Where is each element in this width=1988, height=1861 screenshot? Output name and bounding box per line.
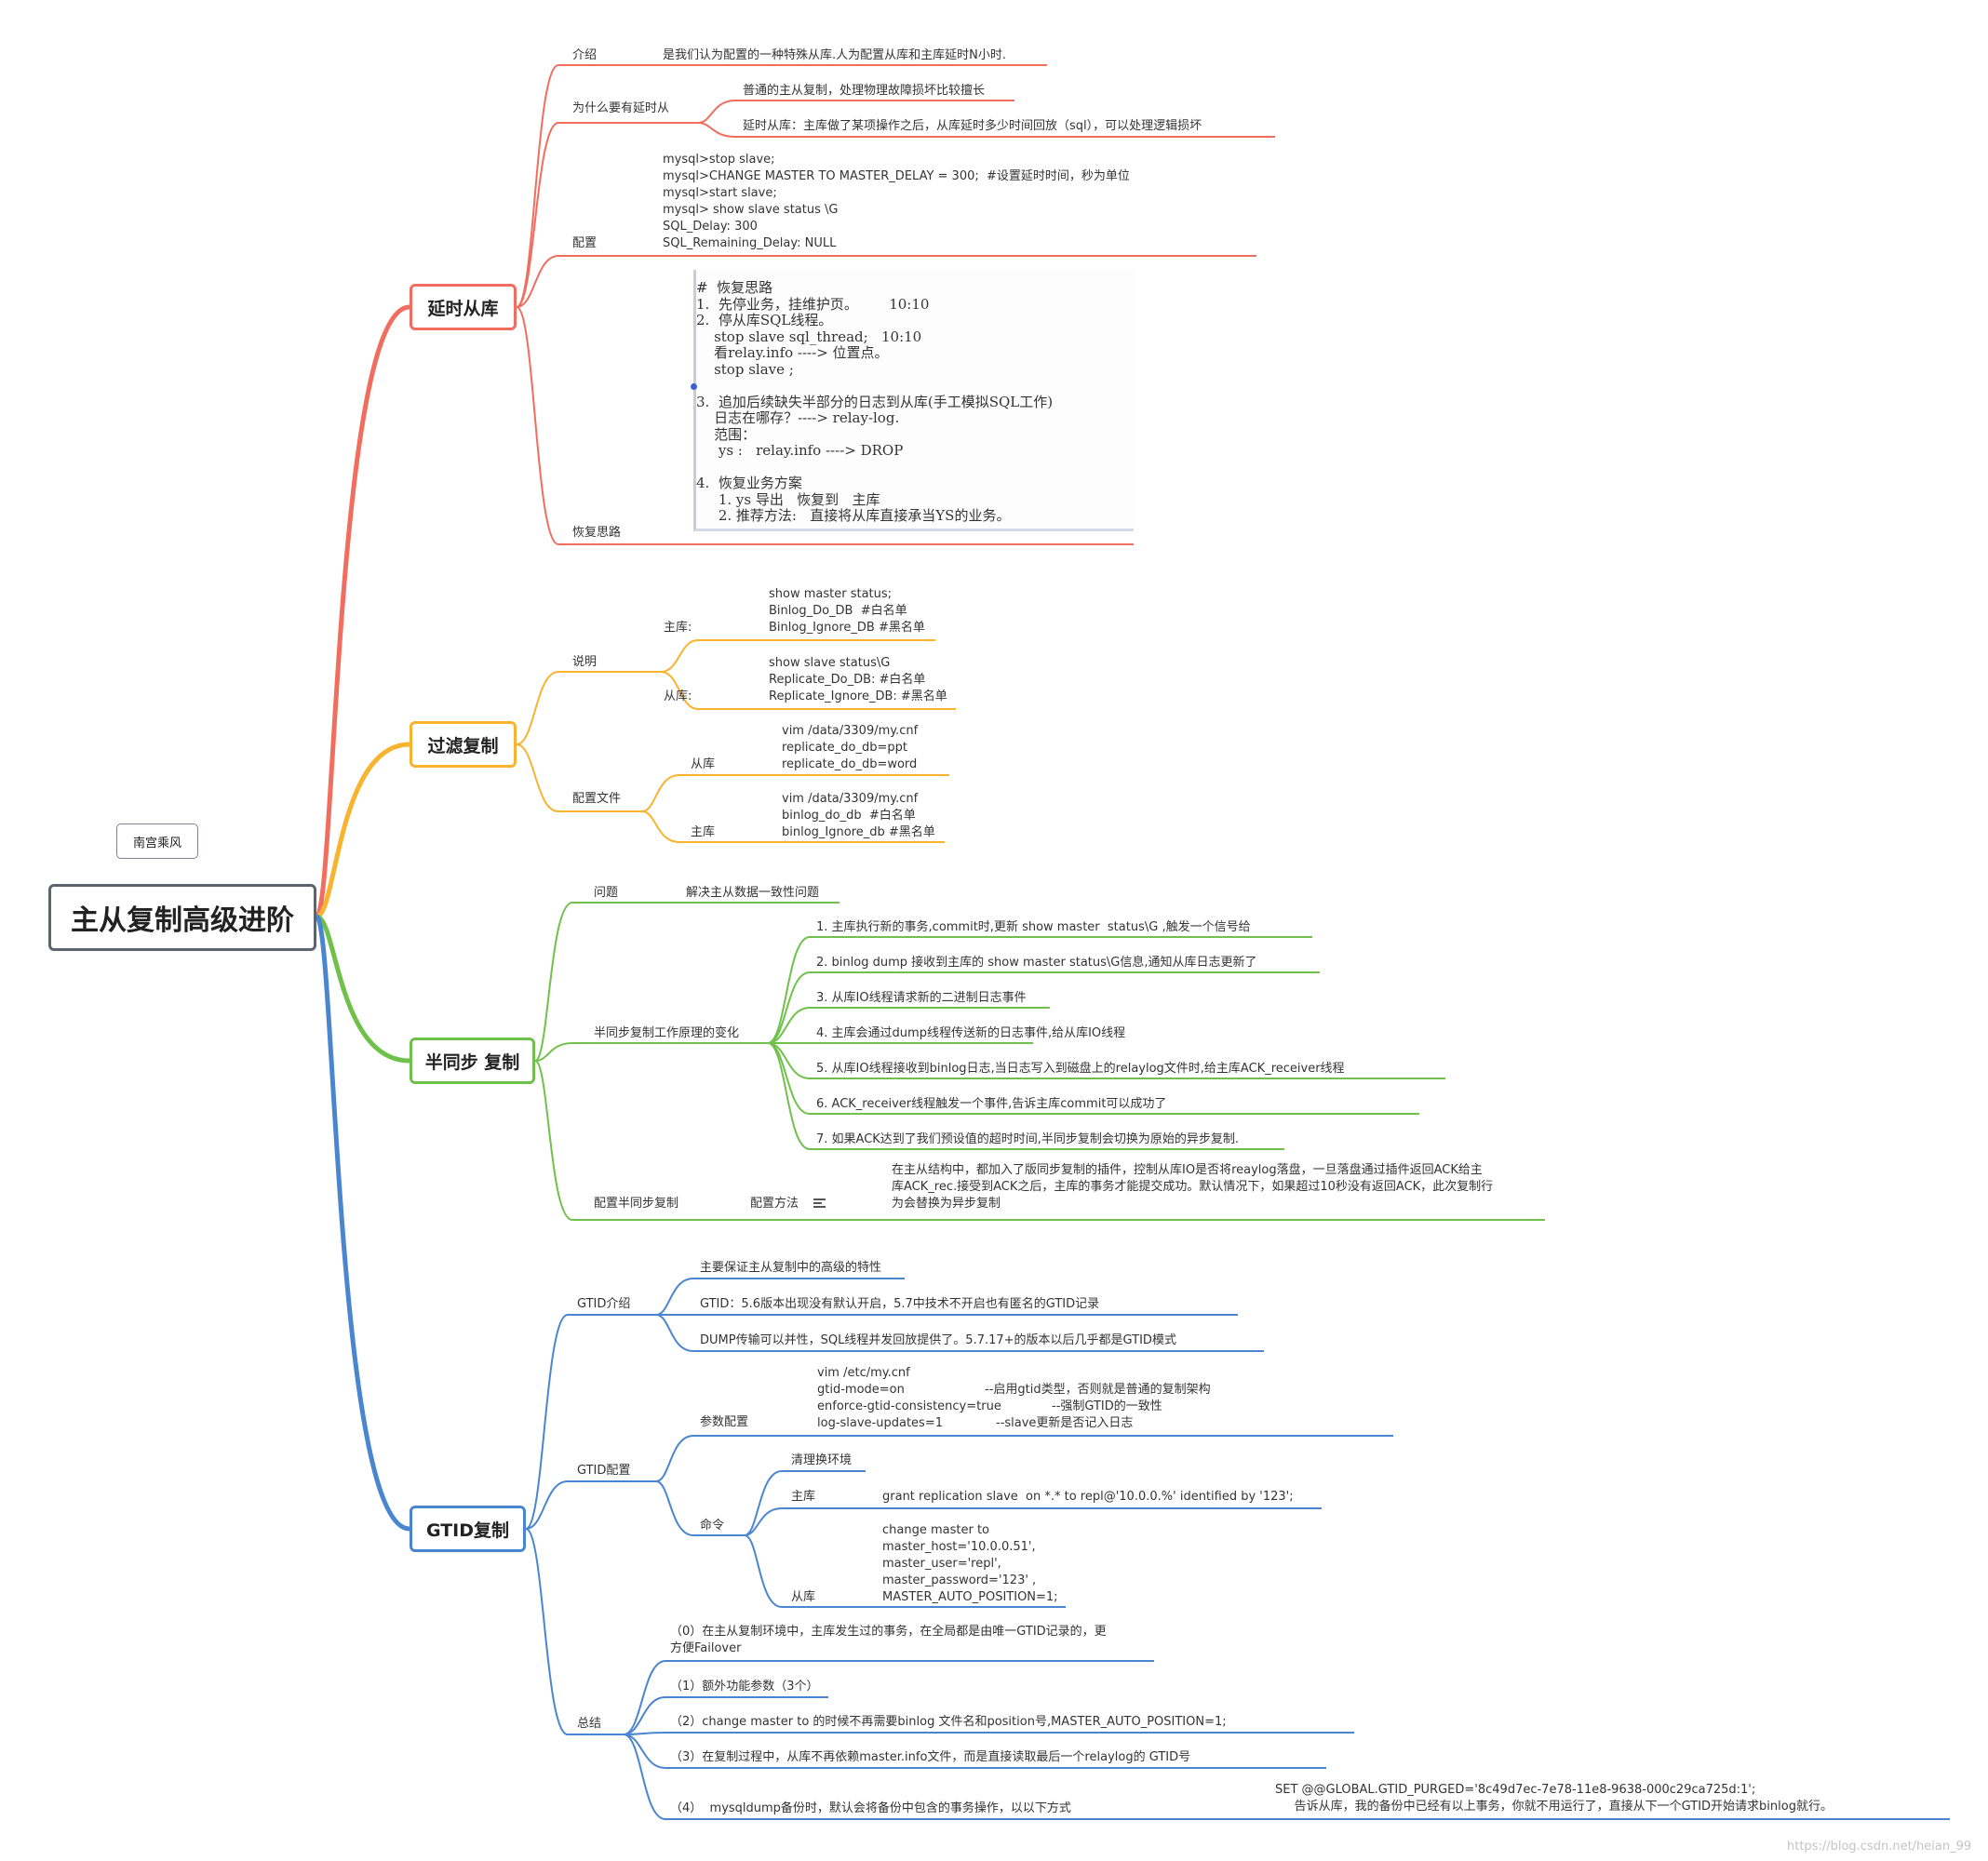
filter-conf-label[interactable]: 配置文件 bbox=[572, 792, 622, 806]
filter-desc-slave-label[interactable]: 从库: bbox=[664, 690, 692, 703]
gtid-param-keys[interactable]: vim /etc/my.cnf gtid-mode=on enforce-gti… bbox=[817, 1366, 1001, 1430]
branch-semisync-title: 半同步 复制 bbox=[424, 1051, 520, 1073]
gtid-summary-item-4[interactable]: （4） mysqldump备份时，默认会将备份中包含的事务操作，以以下方式 bbox=[670, 1801, 1071, 1815]
gtid-cmd-label[interactable]: 命令 bbox=[700, 1519, 725, 1533]
gtid-param-comment-3[interactable]: --slave更新是否记入日志 bbox=[996, 1416, 1134, 1430]
delay-recovery-label[interactable]: 恢复思路 bbox=[572, 526, 622, 540]
branch-delay-title: 延时从库 bbox=[427, 298, 499, 319]
delay-why-item-1[interactable]: 普通的主从复制，处理物理故障损坏比较擅长 bbox=[743, 84, 986, 98]
author-note-text: 南宫乘风 bbox=[132, 836, 181, 850]
branch-gtid-node[interactable]: GTID复制 bbox=[410, 1506, 526, 1552]
filter-conf-slave-label[interactable]: 从库 bbox=[691, 757, 716, 771]
filter-conf-master-text[interactable]: vim /data/3309/my.cnf binlog_do_db #白名单 … bbox=[782, 792, 935, 839]
semisync-step-5[interactable]: 5. 从库IO线程接收到binlog日志,当日志写入到磁盘上的relaylog文… bbox=[816, 1062, 1345, 1076]
semisync-problem-text[interactable]: 解决主从数据一致性问题 bbox=[686, 886, 820, 900]
gtid-cmd-master-label[interactable]: 主库 bbox=[791, 1490, 816, 1504]
semisync-problem-label[interactable]: 问题 bbox=[594, 886, 619, 900]
gtid-param-label[interactable]: 参数配置 bbox=[700, 1415, 749, 1429]
gtid-cmd-clean[interactable]: 清理换环境 bbox=[791, 1453, 853, 1467]
panel-marker-dot bbox=[691, 383, 697, 390]
delay-why-item-2[interactable]: 延时从库：主库做了某项操作之后，从库延时多少时间回放（sql），可以处理逻辑损坏 bbox=[743, 119, 1202, 133]
delay-recovery-text[interactable]: # 恢复思路 1. 先停业务，挂维护页。 10:10 2. 停从库SQL线程。 … bbox=[696, 279, 1054, 524]
gtid-intro-item-1[interactable]: 主要保证主从复制中的高级的特性 bbox=[700, 1261, 882, 1275]
semisync-step-6[interactable]: 6. ACK_receiver线程触发一个事件,告诉主库commit可以成功了 bbox=[816, 1097, 1167, 1111]
gtid-param-comment-2[interactable]: --强制GTID的一致性 bbox=[1052, 1399, 1162, 1413]
branch-delay-node[interactable]: 延时从库 bbox=[410, 284, 517, 330]
author-note[interactable]: 南宫乘风 bbox=[116, 823, 198, 859]
filter-desc-master-text[interactable]: show master status; Binlog_Do_DB #白名单 Bi… bbox=[769, 587, 925, 635]
root-title: 主从复制高级进阶 bbox=[71, 904, 294, 937]
semisync-step-4[interactable]: 4. 主库会通过dump线程传送新的日志事件,给从库IO线程 bbox=[816, 1026, 1126, 1040]
delay-config-text[interactable]: mysql>stop slave; mysql>CHANGE MASTER TO… bbox=[663, 153, 1130, 250]
gtid-summary-label[interactable]: 总结 bbox=[577, 1717, 602, 1731]
watermark-url: https://blog.csdn.net/heian_99 bbox=[1787, 1840, 1972, 1854]
branch-semisync-node[interactable]: 半同步 复制 bbox=[410, 1038, 535, 1084]
filter-conf-master-label[interactable]: 主库 bbox=[691, 825, 716, 839]
semisync-step-3[interactable]: 3. 从库IO线程请求新的二进制日志事件 bbox=[816, 991, 1027, 1005]
gtid-param-comment-1[interactable]: --启用gtid类型，否则就是普通的复制架构 bbox=[985, 1383, 1211, 1397]
gtid-cmd-master-text[interactable]: grant replication slave on *.* to repl@'… bbox=[882, 1490, 1294, 1504]
gtid-intro-item-3[interactable]: DUMP传输可以并性，SQL线程并发回放提供了。5.7.17+的版本以后几乎都是… bbox=[700, 1333, 1176, 1347]
semisync-config-label[interactable]: 配置半同步复制 bbox=[594, 1197, 679, 1211]
delay-config-label[interactable]: 配置 bbox=[572, 236, 598, 250]
branch-gtid-title: GTID复制 bbox=[425, 1520, 510, 1541]
gtid-cmd-slave-label[interactable]: 从库 bbox=[791, 1590, 816, 1604]
recovery-image-panel bbox=[691, 270, 1134, 531]
semisync-step-7[interactable]: 7. 如果ACK达到了我们预设值的超时时间,半同步复制会切换为原始的异步复制. bbox=[816, 1132, 1240, 1146]
semisync-method-text[interactable]: 在主从结构中，都加入了版同步复制的插件，控制从库IO是否将reaylog落盘，一… bbox=[892, 1163, 1494, 1211]
filter-desc-master-label[interactable]: 主库: bbox=[664, 621, 692, 635]
root-node[interactable]: 主从复制高级进阶 bbox=[48, 884, 316, 951]
delay-why-label[interactable]: 为什么要有延时从 bbox=[572, 101, 670, 115]
filter-conf-slave-text[interactable]: vim /data/3309/my.cnf replicate_do_db=pp… bbox=[782, 724, 919, 771]
gtid-intro-item-2[interactable]: GTID：5.6版本出现没有默认开启，5.7中技术不开启也有匿名的GTID记录 bbox=[700, 1297, 1100, 1311]
gtid-intro-label[interactable]: GTID介绍 bbox=[577, 1297, 631, 1311]
gtid-summary-item-0[interactable]: （0）在主从复制环境中，主库发生过的事务，在全局都是由唯一GTID记录的，更 方… bbox=[670, 1625, 1107, 1655]
delay-intro-label[interactable]: 介绍 bbox=[572, 48, 598, 62]
branch-filter-title: 过滤复制 bbox=[427, 735, 499, 756]
semisync-method-label[interactable]: 配置方法 bbox=[750, 1197, 799, 1211]
notes-menu-icon[interactable] bbox=[813, 1198, 826, 1208]
gtid-config-label[interactable]: GTID配置 bbox=[577, 1464, 631, 1478]
gtid-cmd-slave-text[interactable]: change master to master_host='10.0.0.51'… bbox=[882, 1523, 1058, 1604]
gtid-summary-item-2[interactable]: （2）change master to 的时候不再需要binlog 文件名和po… bbox=[670, 1715, 1227, 1729]
delay-intro-text[interactable]: 是我们认为配置的一种特殊从库.人为配置从库和主库延时N小时. bbox=[663, 48, 1006, 62]
semisync-principle-label[interactable]: 半同步复制工作原理的变化 bbox=[594, 1026, 740, 1040]
semisync-step-1[interactable]: 1. 主库执行新的事务,commit时,更新 show master statu… bbox=[816, 920, 1251, 934]
gtid-summary-item-1[interactable]: （1）额外功能参数（3个） bbox=[670, 1680, 819, 1694]
filter-desc-label[interactable]: 说明 bbox=[572, 655, 598, 669]
filter-desc-slave-text[interactable]: show slave status\G Replicate_Do_DB: #白名… bbox=[769, 656, 947, 703]
gtid-summary-item-3[interactable]: （3）在复制过程中，从库不再依赖master.info文件，而是直接读取最后一个… bbox=[670, 1750, 1191, 1764]
semisync-step-2[interactable]: 2. binlog dump 接收到主库的 show master status… bbox=[816, 956, 1257, 970]
gtid-summary-item-4-detail[interactable]: SET @@GLOBAL.GTID_PURGED='8c49d7ec-7e78-… bbox=[1275, 1783, 1833, 1814]
branch-filter-node[interactable]: 过滤复制 bbox=[410, 721, 517, 768]
